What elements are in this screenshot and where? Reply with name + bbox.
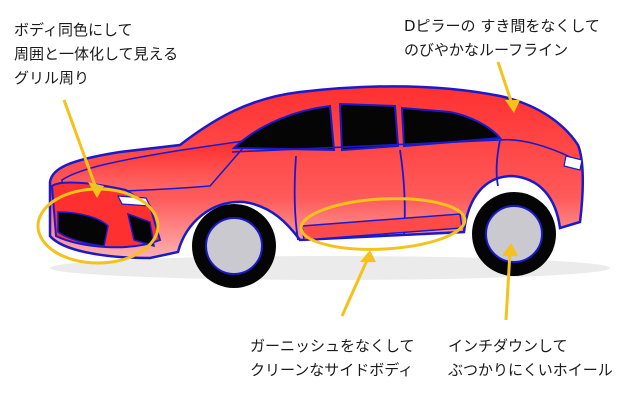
beltline — [231, 138, 573, 159]
grille-annotation-line: ボディ同色にして — [14, 21, 133, 39]
wheel-arrow-icon — [502, 243, 518, 321]
front-wheel — [205, 217, 263, 275]
side-body-annotation-line: クリーンなサイドボディ — [250, 361, 414, 379]
side-body-annotation: ガーニッシュをなくして クリーンなサイドボディ — [250, 334, 415, 382]
wheel-annotation-line: ぶつかりにくいホイール — [448, 361, 613, 379]
front-side-window — [338, 102, 400, 152]
rear-quarter-line — [495, 139, 501, 187]
roof-arrow-icon — [496, 61, 520, 113]
front-door-line — [293, 155, 299, 241]
roofline-annotation-line: Dピラーの すき間をなくして — [404, 17, 600, 35]
rear-window — [231, 104, 336, 152]
grille-annotation-line: グリル周り — [14, 69, 90, 87]
grille-arrow-icon — [62, 99, 104, 198]
side-body-annotation-line: ガーニッシュをなくして — [250, 337, 415, 355]
grille-annotation: ボディ同色にして 周囲と一体化して見える グリル周り — [14, 18, 178, 90]
ground-shadow — [50, 256, 610, 280]
roofline-annotation: Dピラーの すき間をなくして のびやかなルーフライン — [404, 14, 600, 62]
rear-wheel — [485, 205, 543, 263]
grille-annotation-line: 周囲と一体化して見える — [14, 45, 179, 63]
side-highlight — [299, 197, 467, 251]
taillight — [563, 155, 583, 171]
rear-side-window — [400, 106, 503, 148]
front-side-vent — [126, 212, 155, 248]
roofline-annotation-line: のびやかなルーフライン — [404, 41, 569, 59]
wheel-annotation-line: インチダウンして — [448, 337, 568, 355]
front-grille — [57, 211, 109, 247]
wheel-annotation: インチダウンして ぶつかりにくいホイール — [448, 334, 613, 382]
side-arrow-icon — [340, 250, 376, 317]
